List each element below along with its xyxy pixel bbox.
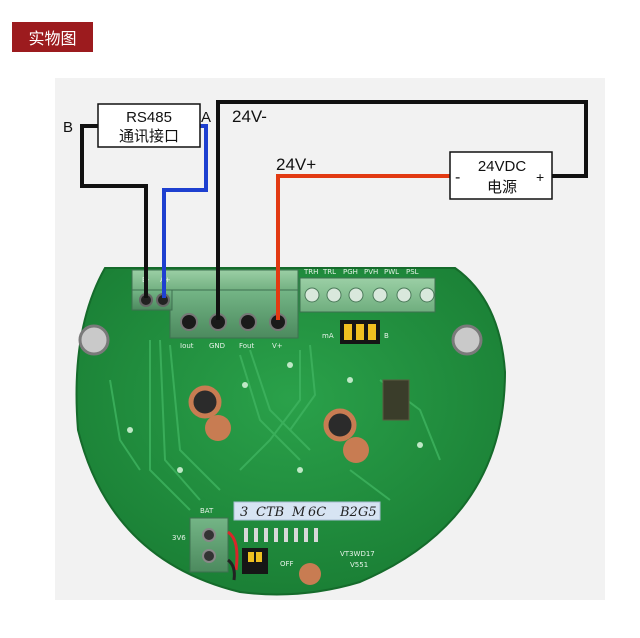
battery-wire-red [227,530,239,571]
wire-b-black [80,124,148,298]
wire-gnd-black [216,100,588,320]
pin-label-pgh: PGH [343,268,358,276]
page-title: 实物图 [12,22,93,52]
handwriting-mark: B2 [339,505,358,520]
handwriting-mark: CTB [256,505,284,520]
handwriting-mark: G5 [358,505,377,520]
handwriting-mark: 3 [240,505,248,520]
copper-pad [188,385,222,419]
power-supply-box [449,151,553,200]
power-minus-label: - [455,169,460,186]
rs485-box [97,103,201,148]
copper-pad [343,437,369,463]
wire-label-24v-pos: 24V+ [276,155,316,174]
mount-hole-right [451,324,483,356]
power-switch [242,548,268,574]
pin-label-pwl: PWL [384,268,399,276]
pin-label-trl: TRL [322,268,336,276]
terminal-block-top [299,277,436,313]
pin-label-fout: Fout [239,342,254,350]
power-supply-title: 24VDC [478,158,527,175]
pin-label-psl: PSL [406,268,419,276]
terminal-b-label: B [63,119,73,136]
wire-label-24v-neg: 24V- [232,107,267,126]
pin-label-vplus: V+ [272,342,283,350]
pin-header [244,528,318,542]
handwriting-mark: 6C [308,505,326,520]
battery-wire-black [227,558,236,581]
ma-label: mA [322,332,334,340]
handwriting-mark: M [291,505,306,520]
pin-label-iout: Iout [180,342,194,350]
mount-hole-left [78,324,110,356]
copper-pad [299,563,321,585]
ic-chip [382,379,410,421]
power-plus-label: + [536,169,544,185]
copper-pad [205,415,231,441]
rs485-subtitle: 通讯接口 [119,127,179,145]
jumper-block [340,320,380,344]
battery-terminal [189,517,229,573]
model-line-2: V551 [350,561,368,569]
model-line-1: VT3WD17 [340,550,375,558]
wire-a-blue [162,124,208,298]
pin-label-gnd: GND [209,342,225,350]
bat-label: BAT [200,507,214,515]
rs485-title: RS485 [126,109,172,126]
wire-vplus-red [276,174,450,320]
pin-label-pvh: PVH [364,268,378,276]
copper-pad [323,408,357,442]
label-tape [233,501,381,521]
switch-label: OFF [280,560,294,568]
terminal-a-label: A [201,109,211,126]
power-supply-subtitle: 电源 [487,178,517,196]
b-label: B [384,332,389,340]
pin-label-trh: TRH [303,268,318,276]
voltage-label: 3V6 [172,534,186,542]
